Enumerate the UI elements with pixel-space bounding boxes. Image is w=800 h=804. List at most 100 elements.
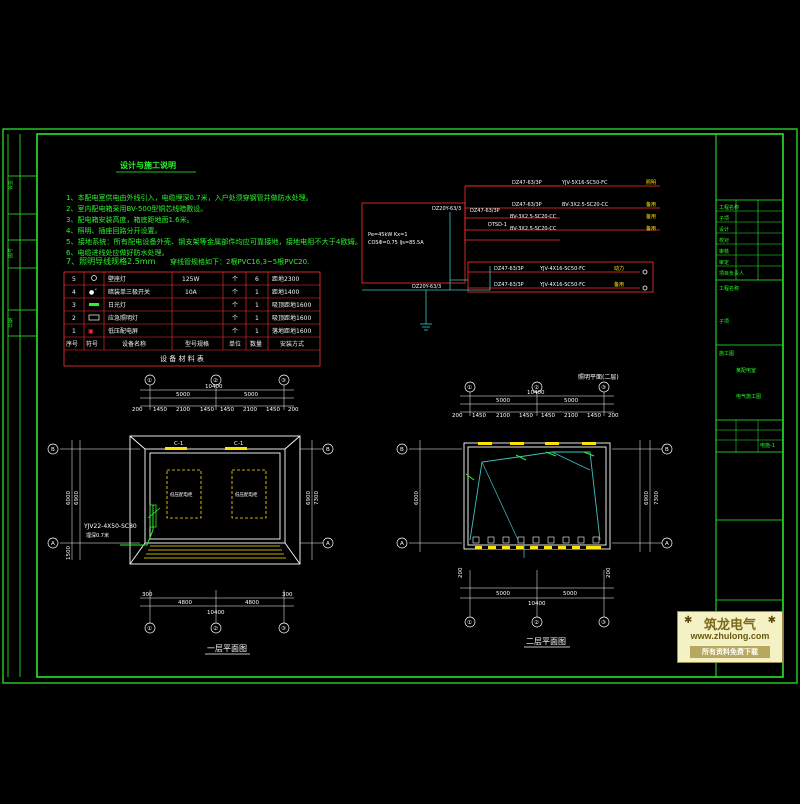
axis-col-2-bottom: ②: [213, 625, 218, 632]
dim-top-6: 2100: [243, 407, 257, 413]
door-label-1: C-1: [174, 441, 183, 447]
table-cell: 1: [255, 289, 259, 296]
cabinet-label-2: 低压配电柜: [235, 491, 258, 498]
lighting-circuit: [469, 451, 601, 541]
dim-bottom-3: 4800: [245, 600, 259, 606]
branch-load-1: 备用: [646, 201, 656, 208]
plan2-sub-title: 照明平面(二层): [578, 374, 619, 381]
plan2-title: 二层平面图: [526, 637, 566, 646]
note-item-6: 6、电缆进线处应做好防水处理。: [66, 248, 168, 257]
p2-dim-top-b: 5000: [564, 398, 578, 404]
material-table: ●ˇ ▣ 5 壁座灯 125W 个 6 距地2300 4 暗装单三极开关 10A…: [63, 271, 321, 367]
cabinet-label-1: 低压配电柜: [170, 491, 193, 498]
axis-col-3-bottom: ③: [281, 626, 286, 632]
tb-project-label: 工程名称: [719, 285, 739, 292]
table-cell: 个: [232, 315, 238, 322]
note-item-4: 4、照明、插座回路分开设置。: [66, 226, 161, 235]
tb-drawing-title: 电气施工图: [736, 393, 761, 400]
p2-axis-row-a-right: A: [665, 541, 669, 547]
dim-side-4: 6900: [306, 491, 312, 505]
tb-row-6: 项目负责人: [719, 270, 744, 277]
p2-dim-top-3: 2100: [496, 413, 510, 419]
meter-label: DTSD-1: [488, 222, 507, 228]
design-notes: 设计与施工说明 1、本配电室供电由外线引入，电缆埋深0.7米，入户处须穿钢管并做…: [66, 160, 362, 266]
wall-lamp-symbol-icon: [91, 275, 97, 281]
dim-side-3: 6900: [74, 491, 80, 505]
watermark-tag: 所有资料免费下载: [690, 646, 770, 658]
lower-breaker-1: DZ47-63/3P: [494, 282, 524, 288]
table-cell: 个: [232, 328, 238, 335]
axis-col-1: ①: [147, 378, 152, 384]
tb-row-1: 子项: [719, 215, 729, 222]
fluorescent-lamp-symbol-icon: [89, 303, 99, 306]
p2-dim-bottom-3: 200: [458, 567, 464, 578]
table-cell: 落地距地1600: [272, 327, 311, 335]
door-marker-1: [165, 447, 187, 450]
p2-axis-col-2: ②: [534, 384, 539, 391]
dim-bottom-4: 300: [282, 592, 293, 598]
axis-col-2: ②: [213, 377, 218, 384]
branch-line-3: BV-3X2.5-SC20-CC: [510, 226, 557, 232]
table-header: 型号规格: [185, 340, 209, 348]
dim-side-1: 6000: [66, 491, 72, 505]
switch-symbol-icon: ●ˇ: [89, 289, 97, 296]
table-cell: 1: [72, 328, 76, 335]
branch-load-0: 照明: [646, 180, 656, 186]
watermark-url: www.zhulong.com: [690, 631, 770, 641]
tb-row-2: 设计: [719, 226, 729, 233]
table-cell: 暗装单三极开关: [108, 288, 150, 296]
lower-line-0: YJV-4X16-SC50-FC: [539, 266, 586, 272]
title-block: 工程名称 子项 设计 校对 审核 审定 项目负责人 工程名称 子项 施工图 某配…: [715, 133, 784, 678]
p2-axis-col-3-bottom: ③: [601, 620, 606, 626]
branch-load-3: 备用: [646, 225, 656, 232]
table-cell: 2: [72, 315, 76, 322]
dim-top-7: 1450: [266, 407, 280, 413]
p2-dim-bottom-2: 5000: [563, 591, 577, 597]
dim-top-a: 5000: [176, 392, 190, 398]
table-header: 设备名称: [122, 340, 146, 348]
p2-axis-col-1-bottom: ①: [467, 620, 472, 626]
p2-dim-side-1: 6000: [414, 491, 420, 505]
tb-row-5: 审定: [719, 259, 729, 266]
cabinet-2: [231, 469, 267, 519]
incoming-cable: [120, 505, 154, 546]
table-cell: 4: [72, 289, 76, 296]
single-line-schematic: [361, 185, 660, 331]
dim-top-3: 2100: [176, 407, 190, 413]
dim-bottom-1: 300: [142, 592, 153, 598]
outer-frame: [2, 128, 798, 684]
plan1-title: 一层平面图: [207, 644, 247, 653]
table-title: 设 备 材 料 表: [160, 354, 204, 363]
cable-note: YJV22-4X50-SC80: [83, 523, 137, 530]
table-header: 单位: [229, 340, 241, 348]
p2-dim-bottom-1: 5000: [496, 591, 510, 597]
margin-label-2: 日期: [8, 318, 14, 328]
p2-dim-top-7: 1450: [587, 413, 601, 419]
cable-note-2: 埋深0.7米: [86, 532, 109, 539]
table-cell: 低压配电屏: [108, 327, 138, 335]
axis-row-a-right: A: [326, 541, 330, 547]
branch-breaker-1: DZ47-63/3P: [512, 180, 542, 186]
tb-row-4: 审核: [719, 248, 729, 255]
lower-load-0: 动力: [614, 265, 624, 272]
lower-load-1: 备用: [614, 281, 624, 288]
p2-dim-top-2: 1450: [472, 413, 486, 419]
star-icon: ✱: [684, 615, 693, 626]
table-header: 序号: [66, 340, 78, 348]
zhulong-watermark-badge: ✱ ✱ 筑龙电气 www.zhulong.com 所有资料免费下载: [677, 611, 783, 663]
p2-dim-total-top: 10400: [527, 390, 545, 396]
table-cell: 1: [255, 315, 259, 322]
p2-dim-bottom-total: 10400: [528, 601, 546, 607]
p2-axis-col-1: ①: [467, 385, 472, 391]
incoming-breaker-label: DZ20Y-63/3: [432, 206, 461, 212]
branch-load-2: 备用: [646, 213, 656, 220]
branch-line-2: BV-3X2.5-SC20-CC: [510, 214, 557, 220]
star-icon: ✱: [767, 615, 776, 626]
first-floor-plan: ① ② ③ ① ② ③ B A B A: [47, 374, 334, 655]
branch-line-0: YJV-5X16-SC50-FC: [561, 180, 608, 186]
margin-label-1: 图号: [8, 248, 14, 258]
table-cell: 6: [255, 276, 259, 283]
schematic-labels: DZ20Y-63/3 Pe=45kW Kx=1 COSΦ=0.75 Ijs=85…: [368, 180, 656, 290]
p2-dim-top-a: 5000: [496, 398, 510, 404]
